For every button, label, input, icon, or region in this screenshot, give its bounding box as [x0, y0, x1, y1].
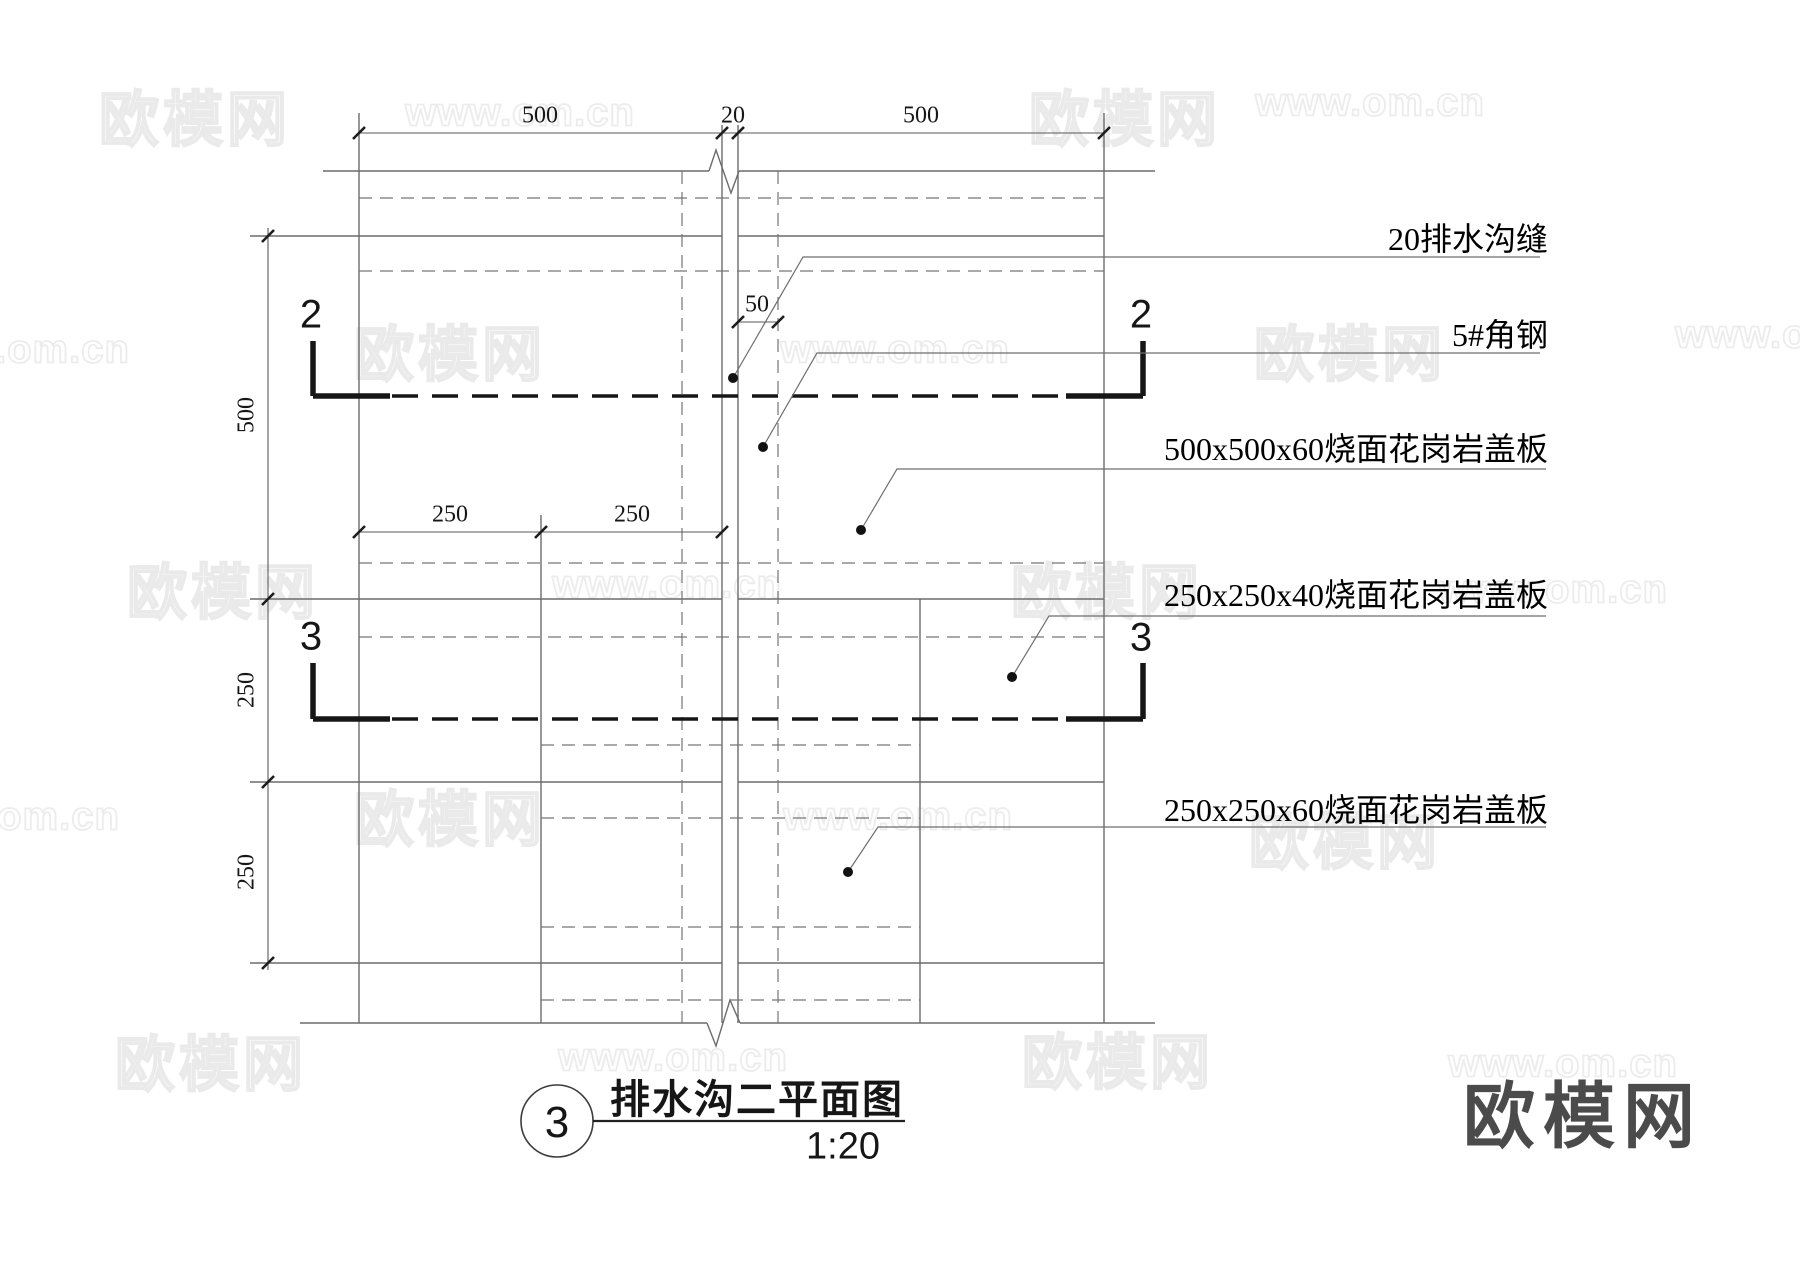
plan-solid-lines — [250, 113, 1155, 1049]
drawing-scale: 1:20 — [806, 1125, 880, 1168]
watermark-brand: 欧模网 — [353, 321, 546, 390]
watermark-brand: 欧模网 — [1253, 321, 1446, 390]
watermark-url: www.om.cn — [1447, 1041, 1678, 1087]
dim-left-250-b: 250 — [233, 854, 260, 890]
watermark-brand: 欧模网 — [353, 786, 546, 855]
dim-inner-left: 250 — [432, 501, 468, 528]
callout-angle-steel: 5#角钢 — [1451, 317, 1548, 353]
break-symbol-top — [708, 147, 740, 196]
section-label-2-right: 2 — [1129, 292, 1153, 337]
callout-slab-500-60: 500x500x60烧面花岗岩盖板 — [1163, 431, 1548, 467]
watermark-brand: 欧模网 — [114, 1031, 307, 1100]
watermark-brand: 欧模网 — [1028, 86, 1221, 155]
watermark-url: www.om.cn — [551, 562, 782, 608]
dim-left-500: 500 — [233, 397, 260, 433]
dimension-ticks — [261, 126, 1111, 970]
dim-joint-offset: 50 — [745, 291, 769, 318]
dim-inner-right: 250 — [614, 501, 650, 528]
plan-hidden-lines — [359, 171, 1104, 1023]
watermark-url: www.om.cn — [782, 794, 1013, 840]
watermark-url: www.om.cn — [1437, 567, 1668, 613]
dim-top-left: 500 — [522, 102, 558, 129]
callout-slab-250-40: 250x250x40烧面花岗岩盖板 — [1163, 577, 1548, 613]
section-cut-lines — [310, 341, 1146, 722]
watermark-brand: 欧模网 — [98, 86, 291, 155]
section-label-2-left: 2 — [299, 292, 323, 337]
watermark-url: www.om.cn — [404, 90, 635, 136]
dim-top-joint: 20 — [721, 102, 745, 129]
break-symbol-bottom — [706, 997, 741, 1049]
watermark-url: www.om.cn — [1674, 312, 1800, 358]
watermark-url: www.om.cn — [557, 1035, 788, 1081]
section-label-3-right: 3 — [1129, 615, 1153, 660]
detail-number: 3 — [544, 1098, 570, 1147]
leader-lines — [732, 256, 1546, 873]
callout-drain-joint: 20排水沟缝 — [1387, 221, 1548, 257]
watermark-brand: 欧模网 — [1021, 1029, 1214, 1098]
watermark-url: www.om.cn — [1254, 80, 1485, 126]
site-logo: 欧模网 — [1462, 1077, 1704, 1158]
dim-top-right: 500 — [903, 102, 939, 129]
watermark-brand: 欧模网 — [1248, 809, 1441, 878]
watermark-url: www.om.cn — [0, 327, 130, 373]
watermark-url: www.om.cn — [0, 794, 120, 840]
callout-slab-250-60: 250x250x60烧面花岗岩盖板 — [1163, 792, 1548, 828]
dim-left-250-a: 250 — [233, 672, 260, 708]
section-marker-bars — [310, 341, 1146, 722]
drawing-title: 排水沟二平面图 — [610, 1078, 904, 1122]
watermark-brand: 欧模网 — [126, 559, 319, 628]
watermark-url: www.om.cn — [779, 327, 1010, 373]
leader-dots — [728, 373, 1017, 877]
section-label-3-left: 3 — [299, 614, 323, 659]
